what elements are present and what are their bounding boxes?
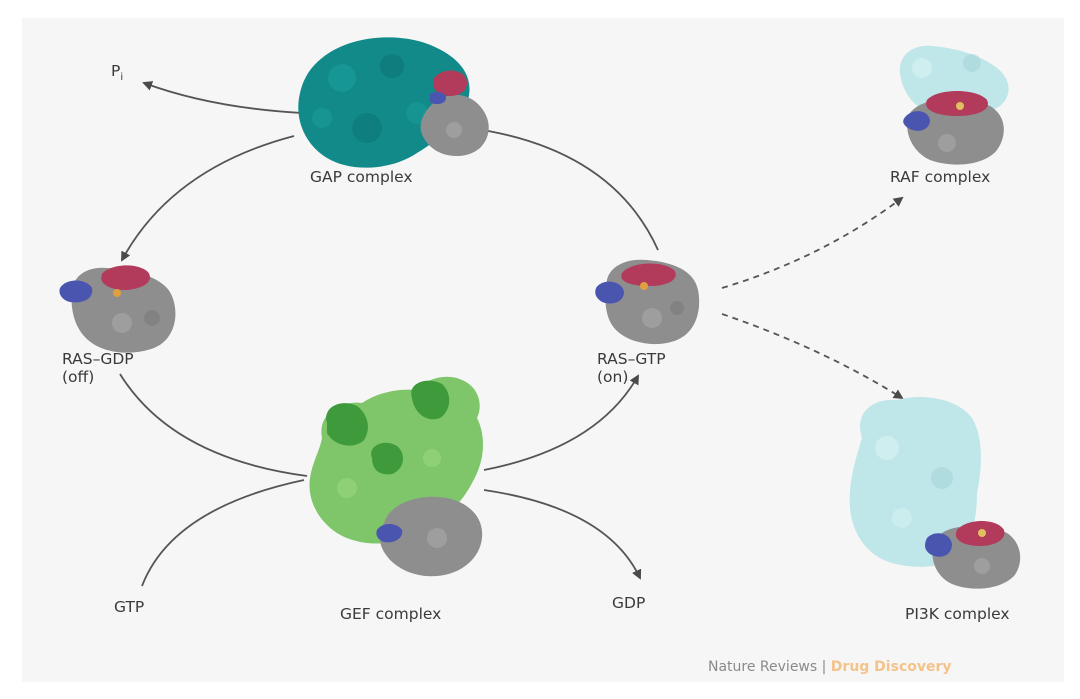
raf-complex-label: RAF complex xyxy=(890,168,991,186)
ras-gtp-label: RAS–GTP xyxy=(597,350,666,368)
arrow-ras-gtp-to-pi3k xyxy=(721,313,904,400)
arrow-ras-gdp-to-gef xyxy=(119,373,308,477)
arrow-gef-to-ras-gtp xyxy=(483,374,639,471)
ras-gdp-label: RAS–GDP xyxy=(62,350,134,368)
gef-complex-structure xyxy=(309,376,484,577)
figure-panel: Pi GAP complex RAF complex RAS–GDP (off)… xyxy=(22,18,1064,682)
arrow-ras-gtp-to-gap xyxy=(469,127,659,251)
gdp-label: GDP xyxy=(612,594,646,612)
cycle-arrows xyxy=(119,81,659,587)
credit-separator: | xyxy=(817,659,831,675)
ras-gdp-structure xyxy=(59,265,176,353)
ras-gtp-state-label: (on) xyxy=(597,368,629,386)
gap-complex-label: GAP complex xyxy=(310,168,413,186)
pi-label: Pi xyxy=(111,62,123,87)
arrow-ras-gtp-to-raf xyxy=(721,196,904,289)
credit-journal: Nature Reviews xyxy=(708,659,818,675)
gtp-label: GTP xyxy=(114,598,145,616)
arrow-gap-to-ras-gdp xyxy=(121,135,295,262)
gap-complex-structure xyxy=(298,37,489,168)
pi3k-complex-label: PI3K complex xyxy=(905,605,1010,623)
arrow-gap-to-pi xyxy=(142,81,303,114)
pi-label-letter: P xyxy=(111,62,121,80)
pi3k-complex-structure xyxy=(849,397,1021,589)
ras-gtp-structure xyxy=(595,259,700,345)
ras-cycle-diagram xyxy=(59,37,1021,589)
arrow-gef-to-gdp xyxy=(483,489,642,580)
effector-arrows xyxy=(721,196,904,400)
source-credit: Nature Reviews | Drug Discovery xyxy=(708,658,952,676)
arrow-gtp-to-gef xyxy=(141,479,305,587)
credit-section: Drug Discovery xyxy=(830,659,952,675)
pi-label-subscript: i xyxy=(120,72,124,84)
ras-gdp-state-label: (off) xyxy=(62,368,95,386)
raf-complex-structure xyxy=(899,45,1009,165)
gef-complex-label: GEF complex xyxy=(340,605,442,623)
